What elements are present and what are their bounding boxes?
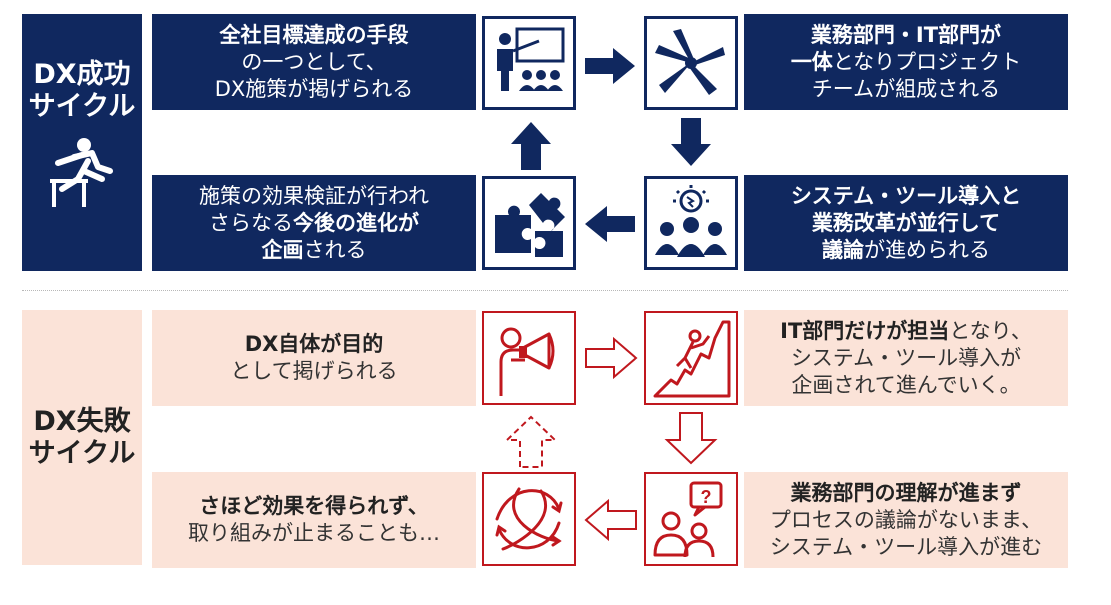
success-step-1-line1: 全社目標達成の手段 — [219, 22, 409, 47]
success-step-4-line3: される — [303, 237, 367, 262]
success-label-line1: DX成功 — [33, 58, 131, 90]
success-step-3-line2: 業務改革が並行して — [811, 210, 1001, 235]
failure-step-3-box: 業務部門の理解が進まず プロセスの議論がないまま、 システム・ツール導入が進む — [744, 472, 1068, 568]
hurdle-runner-icon — [44, 137, 120, 209]
success-cycle-label: DX成功 サイクル — [22, 14, 142, 271]
failure-step-3-line2: プロセスの議論がないまま、 — [769, 507, 1043, 532]
failure-step-1-box: DX自体が目的 として掲げられる — [152, 310, 476, 406]
failure-step-3-line3: システム・ツール導入が進む — [769, 534, 1043, 559]
megaphone-icon — [482, 311, 576, 405]
failure-cycle-label: DX失敗 サイクル — [22, 310, 142, 565]
success-step-1-box: 全社目標達成の手段 の一つとして、 DX施策が掲げられる — [152, 14, 476, 110]
failure-step-2-line2: システム・ツール導入が — [790, 345, 1022, 370]
failure-arrow-up-dashed — [504, 415, 558, 468]
presentation-icon — [482, 16, 576, 110]
failure-arrow-down — [664, 412, 718, 465]
failure-step-1-line1: DX自体が目的 — [244, 332, 384, 356]
success-step-2-line1: 業務部門・IT部門が — [810, 22, 1002, 47]
success-arrow-down — [671, 118, 711, 166]
failure-step-3-line1: 業務部門の理解が進まず — [790, 480, 1022, 505]
success-step-2-emph: 一体 — [790, 49, 833, 74]
tangled-arrows-icon — [482, 472, 576, 566]
puzzle-icon — [482, 176, 576, 270]
success-arrow-up — [511, 122, 551, 170]
confused-people-icon: ? — [644, 472, 738, 566]
success-step-4-box: 施策の効果検証が行われ さらなる今後の進化が 企画される — [152, 175, 476, 271]
success-arrow-right — [585, 48, 635, 84]
section-divider — [22, 290, 1068, 291]
success-step-4-emph: 今後の進化が — [293, 210, 419, 235]
success-step-1-line3: DX施策が掲げられる — [214, 76, 414, 101]
failure-label-line1: DX失敗 — [33, 405, 131, 437]
success-label-line2: サイクル — [28, 90, 136, 122]
failure-step-2-emph: IT部門だけが担当 — [780, 318, 950, 343]
failure-step-1-line2: として掲げられる — [230, 359, 398, 383]
failure-step-4-line2: 取り組みが止まることも… — [188, 521, 440, 545]
success-step-4-emph2: 企画 — [261, 237, 304, 262]
success-step-3-line1: システム・ツール導入と — [790, 183, 1022, 208]
success-step-4-line1: 施策の効果検証が行われ — [199, 183, 429, 208]
success-step-4-line2a: さらなる — [209, 210, 293, 235]
success-step-3-line3: が進められる — [864, 237, 990, 262]
success-step-3-emph: 議論 — [822, 237, 864, 262]
failure-label-line2: サイクル — [28, 437, 136, 469]
failure-step-4-box: さほど効果を得られず、 取り組みが止まることも… — [152, 472, 476, 568]
svg-text:?: ? — [701, 487, 712, 507]
success-step-2-line3: チームが組成される — [811, 76, 1001, 101]
failure-step-2-line3: 企画されて進んでいく。 — [791, 372, 1021, 397]
success-step-1-line2: の一つとして、 — [241, 49, 387, 74]
failure-step-2-line1: となり、 — [949, 318, 1032, 343]
climber-icon — [644, 311, 738, 405]
failure-arrow-left — [584, 498, 637, 542]
success-step-2-line2: となりプロジェクト — [832, 49, 1022, 74]
failure-arrow-right — [585, 336, 638, 380]
failure-step-2-box: IT部門だけが担当となり、 システム・ツール導入が 企画されて進んでいく。 — [744, 310, 1068, 406]
team-hands-icon — [644, 16, 738, 110]
success-arrow-left — [585, 206, 635, 242]
success-step-3-box: システム・ツール導入と 業務改革が並行して 議論が進められる — [744, 175, 1068, 271]
idea-meeting-icon — [644, 176, 738, 270]
failure-step-4-line1: さほど効果を得られず、 — [199, 494, 429, 518]
success-step-2-box: 業務部門・IT部門が 一体となりプロジェクト チームが組成される — [744, 14, 1068, 110]
